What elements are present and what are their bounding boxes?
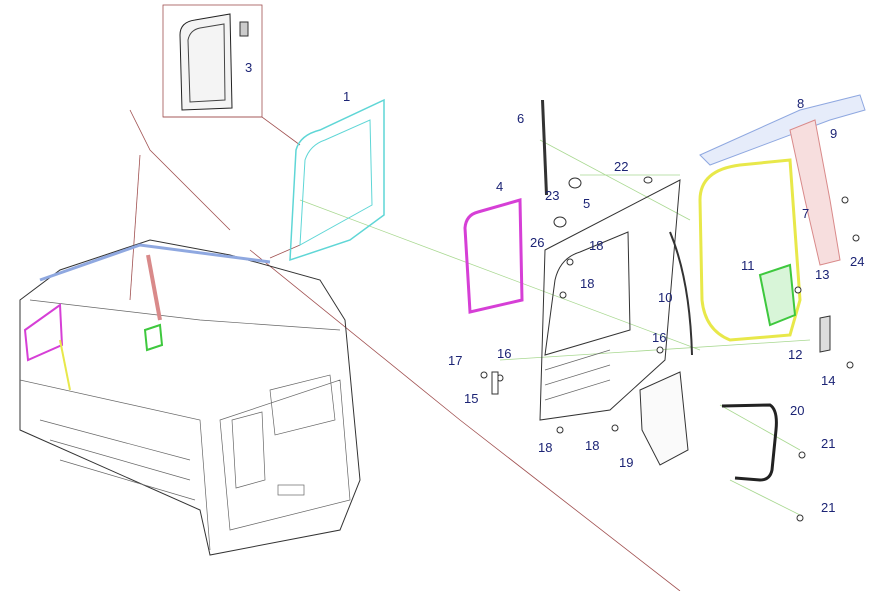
label-1: 1 <box>343 89 350 104</box>
label-13: 13 <box>815 267 829 282</box>
label-11: 11 <box>741 258 755 273</box>
label-12: 12 <box>788 347 802 362</box>
leader-lines-green <box>299 139 811 516</box>
label-8: 8 <box>797 96 804 111</box>
label-9: 9 <box>830 126 837 141</box>
label-17: 17 <box>448 353 462 368</box>
label-18: 18 <box>589 238 603 253</box>
label-19: 19 <box>619 455 633 470</box>
part-side-panel <box>539 176 681 421</box>
label-5: 5 <box>583 196 590 211</box>
part-bracket <box>758 263 797 327</box>
cab-body <box>19 239 361 556</box>
label-16: 16 <box>652 330 666 345</box>
label-10: 10 <box>658 290 672 305</box>
part-handle <box>721 403 778 482</box>
part-plate-19 <box>639 371 689 466</box>
label-18: 18 <box>580 276 594 291</box>
inset-window <box>179 13 249 111</box>
label-16: 16 <box>497 346 511 361</box>
label-20: 20 <box>790 403 804 418</box>
fasteners <box>480 196 860 522</box>
label-6: 6 <box>517 111 524 126</box>
label-18: 18 <box>585 438 599 453</box>
part-strip <box>541 100 548 195</box>
label-15: 15 <box>464 391 478 406</box>
label-14: 14 <box>821 373 835 388</box>
label-18: 18 <box>538 440 552 455</box>
part-pillar <box>789 119 841 266</box>
label-24: 24 <box>850 254 864 269</box>
part-roof-beam <box>699 94 866 166</box>
part-seal-strip <box>669 231 693 356</box>
label-22: 22 <box>614 159 628 174</box>
label-4: 4 <box>496 179 503 194</box>
leader-lines-red <box>129 4 681 591</box>
label-26: 26 <box>530 235 544 250</box>
label-21: 21 <box>821 500 835 515</box>
part-window-seal <box>463 198 524 314</box>
part-plate <box>819 315 831 353</box>
part-door-seal <box>698 158 802 342</box>
label-7: 7 <box>802 206 809 221</box>
label-23: 23 <box>545 188 559 203</box>
label-21: 21 <box>821 436 835 451</box>
part-window-glass <box>289 98 385 262</box>
part-labels: 1 3 4 5 6 7 8 9 10 11 12 13 14 15 16 16 … <box>245 60 864 515</box>
label-3: 3 <box>245 60 252 75</box>
